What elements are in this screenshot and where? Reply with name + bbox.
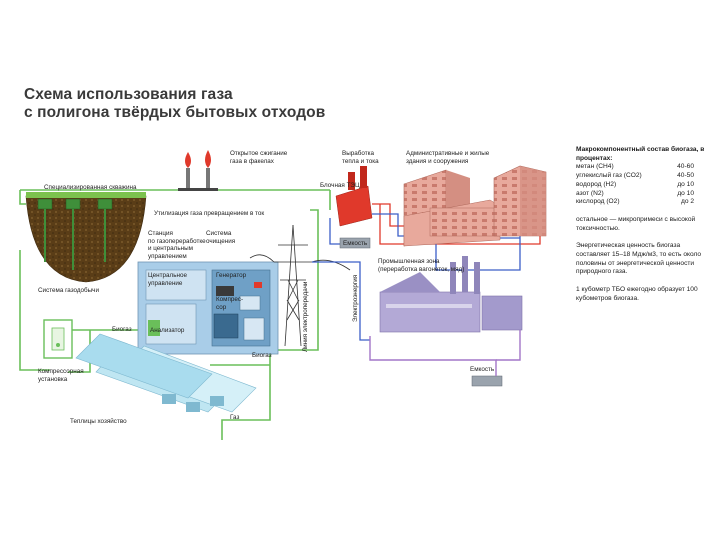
- admin-buildings: [403, 165, 547, 247]
- label-tank-top: Емкость: [343, 240, 368, 247]
- label-electricity: Электроэнергия: [352, 274, 359, 322]
- label-gas-collection: Система газодобычи: [38, 287, 99, 294]
- component-row: углекислый газ (CO2)40-50: [576, 172, 694, 180]
- power-cables: [312, 218, 370, 341]
- label-greenhouses: Теплицы хозяйство: [70, 418, 127, 425]
- flame-icon: [205, 150, 211, 168]
- greenhouses: [75, 333, 257, 413]
- tank-top: [339, 237, 371, 249]
- info-rest: остальное — микропримеси с высокой токси…: [576, 215, 696, 232]
- biogas-info-panel: Макрокомпонентный состав биогаза, в проц…: [576, 146, 716, 304]
- well-head-1: [37, 198, 53, 210]
- info-energy: Энергетическая ценность биогаза составля…: [576, 242, 702, 276]
- label-special-well: Специализированная скважина: [44, 184, 137, 191]
- landfill: [25, 192, 147, 283]
- compressor-unit: [43, 319, 73, 359]
- label-power-line: Линия электропередачи: [302, 281, 309, 352]
- component-row: метан (CH4)40-60: [576, 163, 694, 171]
- block-tec: [335, 166, 373, 249]
- tank-bottom: [471, 375, 503, 387]
- component-row: водород (H2)до 10: [576, 180, 694, 188]
- flares: [178, 150, 218, 191]
- label-utilization: Утилизация газа превращением в ток: [154, 210, 265, 217]
- label-gas-bottom: Газ: [230, 414, 240, 421]
- component-list: метан (CH4)40-60 углекислый газ (CO2)40-…: [576, 163, 716, 207]
- label-biogas-bottom: Биогаз: [252, 352, 272, 359]
- gas-station-building: [137, 261, 279, 355]
- flame-icon: [185, 152, 191, 168]
- info-heading: Макрокомпонентный состав биогаза, в проц…: [576, 146, 705, 162]
- label-generator: Генератор: [216, 272, 247, 279]
- info-volume: 1 кубометр ТБО ежегодно образует 100 куб…: [576, 286, 698, 302]
- label-biogas-left: Биогаз: [112, 326, 132, 333]
- component-row: азот (N2)до 10: [576, 189, 694, 197]
- well-head-2: [65, 198, 81, 210]
- process-pipes: [369, 330, 521, 376]
- label-industrial-zone: Промышленная зона(переработка вагонеток,…: [378, 258, 465, 273]
- label-tank-bottom: Емкость: [470, 366, 495, 373]
- page-title-line2: с полигона твёрдых бытовых отходов: [24, 104, 326, 121]
- power-pylon: [249, 224, 351, 347]
- well-head-3: [97, 198, 113, 210]
- label-compressor: Компрес-сор: [216, 296, 244, 311]
- label-analyzer: Анализатор: [150, 327, 185, 334]
- page-title-line1: Схема использования газа: [24, 86, 233, 103]
- label-block-tec: Блочная ТЭЦ: [320, 182, 360, 189]
- industrial-plant: [379, 256, 523, 387]
- component-row: кислород (O2)до 2: [576, 198, 694, 206]
